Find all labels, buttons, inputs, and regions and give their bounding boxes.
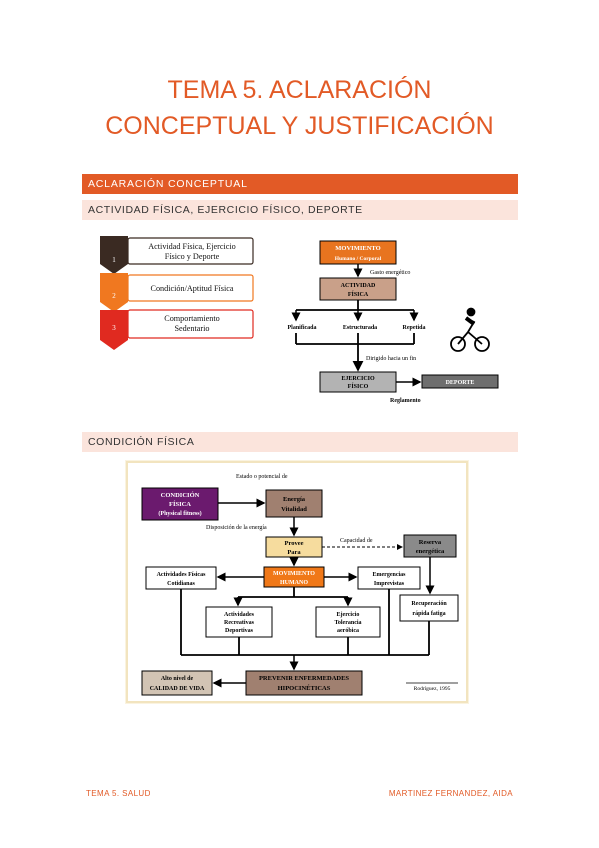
page-title-line2: CONCEPTUAL Y JUSTIFICACIÓN — [105, 112, 494, 140]
condicion-sublabel: FÍSICA — [169, 500, 191, 508]
reserva-label: Reserva — [419, 539, 442, 546]
energia-label: Energía — [283, 496, 306, 503]
para-label: Para — [287, 549, 301, 556]
dirigido-label: Dirigido hacia un fin — [366, 355, 416, 362]
deporte-box — [421, 374, 499, 389]
actividades-recreativas-box — [205, 606, 273, 638]
condicion-fisica-figure: Estado o potencial de CONDICIÓN FÍSICA (… — [141, 474, 459, 696]
item-3-chevron — [100, 310, 128, 350]
planificada-label: Planificada — [287, 325, 316, 331]
item-1-line1: Actividad Física, Ejercicio — [148, 242, 236, 251]
subsection-heading-actividad: ACTIVIDAD FÍSICA, EJERCICIO FÍSICO, DEPO… — [82, 200, 518, 220]
movimiento-sublabel: Humano / Corporal — [335, 256, 382, 262]
footer-left: TEMA 5. SALUD — [86, 789, 151, 798]
item-3-line2: Sedentario — [174, 324, 209, 333]
tolerancia-label: Tolerancia — [334, 620, 361, 626]
item-1-chevron — [100, 236, 128, 274]
item-2-chevron — [100, 273, 128, 312]
energia-box — [265, 489, 323, 518]
item-3-line1: Comportamiento — [164, 314, 220, 323]
energetica-label: energética — [416, 548, 445, 555]
emergencias-label: Emergencias — [373, 572, 407, 578]
item-2-number: 2 — [112, 292, 116, 300]
ejercicio-aerobico-box — [315, 606, 381, 638]
item-1-number: 1 — [112, 256, 116, 264]
prevenir-label: PREVENIR ENFERMEDADES — [259, 675, 349, 682]
aerobica-label: aeróbica — [337, 628, 359, 634]
rapida-fatiga-label: rápida fatiga — [412, 611, 445, 617]
condicion-label: CONDICIÓN — [161, 491, 200, 499]
page-title-line1: TEMA 5. ACLARACIÓN — [167, 76, 432, 104]
reglamento-label: Reglamento — [390, 398, 421, 404]
vitalidad-label: Vitalidad — [281, 506, 307, 513]
calidad-vida-box — [141, 670, 213, 696]
item-1-line2: Físico y Deporte — [165, 252, 220, 261]
imprevistas-label: Imprevistas — [374, 581, 405, 587]
repetida-label: Repetida — [403, 325, 426, 331]
recreativas-label: Recreativas — [224, 620, 255, 626]
cotidianas-label: Cotidianas — [167, 581, 195, 587]
deporte-label: DEPORTE — [446, 380, 475, 386]
prevenir-box — [245, 670, 363, 696]
item-3-number: 3 — [112, 324, 116, 332]
ejercicio-sublabel: FÍSICO — [348, 382, 369, 390]
calidad-vida-label: CALIDAD DE VIDA — [150, 686, 205, 692]
deportivas-label: Deportivas — [225, 628, 254, 634]
alto-nivel-label: Alto nivel de — [161, 676, 194, 682]
footer-right: MARTINEZ FERNANDEZ, AIDA — [388, 789, 513, 798]
citation-label: Rodríguez, 1995 — [414, 686, 451, 692]
recuperacion-label: Recuperación — [411, 601, 447, 607]
gasto-label: Gasto energético — [370, 270, 410, 276]
item-2-line1: Condición/Aptitud Física — [150, 284, 233, 293]
provee-label: Provee — [284, 540, 303, 547]
section-heading-condicion: CONDICIÓN FÍSICA — [82, 432, 518, 452]
estado-label: Estado o potencial de — [236, 474, 288, 480]
actividades-label: Actividades — [224, 612, 255, 618]
hipocineticas-label: HIPOCINÉTICAS — [278, 684, 331, 692]
movimiento-label: MOVIMIENTO — [335, 245, 380, 252]
movimiento-humano-label: MOVIMIENTO — [273, 571, 315, 577]
activity-flow-figure: MOVIMIENTO Humano / Corporal Gasto energ… — [287, 240, 499, 404]
estructurada-label: Estructurada — [343, 325, 377, 331]
recuperacion-box — [399, 594, 459, 622]
condicion-box — [141, 487, 219, 521]
item-1-box — [127, 237, 254, 265]
disposicion-label: Disposición de la energía — [206, 525, 267, 531]
actividad-sublabel: FÍSICA — [348, 290, 369, 298]
ejercicio-label: Ejercicio — [337, 612, 360, 618]
actividades-cotidianas-label: Actividades Físicas — [157, 572, 206, 578]
item-2-box — [127, 274, 254, 302]
actividad-label: ACTIVIDAD — [341, 283, 376, 289]
concept-list-figure: 1 Actividad Física, Ejercicio Físico y D… — [100, 236, 254, 350]
section-heading-aclaracion: ACLARACIÓN CONCEPTUAL — [82, 174, 518, 194]
ejercicio-label: EJERCICIO — [341, 376, 375, 382]
cyclist-icon — [450, 307, 490, 352]
humano-label: HUMANO — [280, 580, 308, 586]
capacidad-label: Capacidad de — [340, 538, 373, 544]
item-3-box — [127, 309, 254, 339]
condicion-english-label: (Physical fitness) — [158, 510, 201, 517]
